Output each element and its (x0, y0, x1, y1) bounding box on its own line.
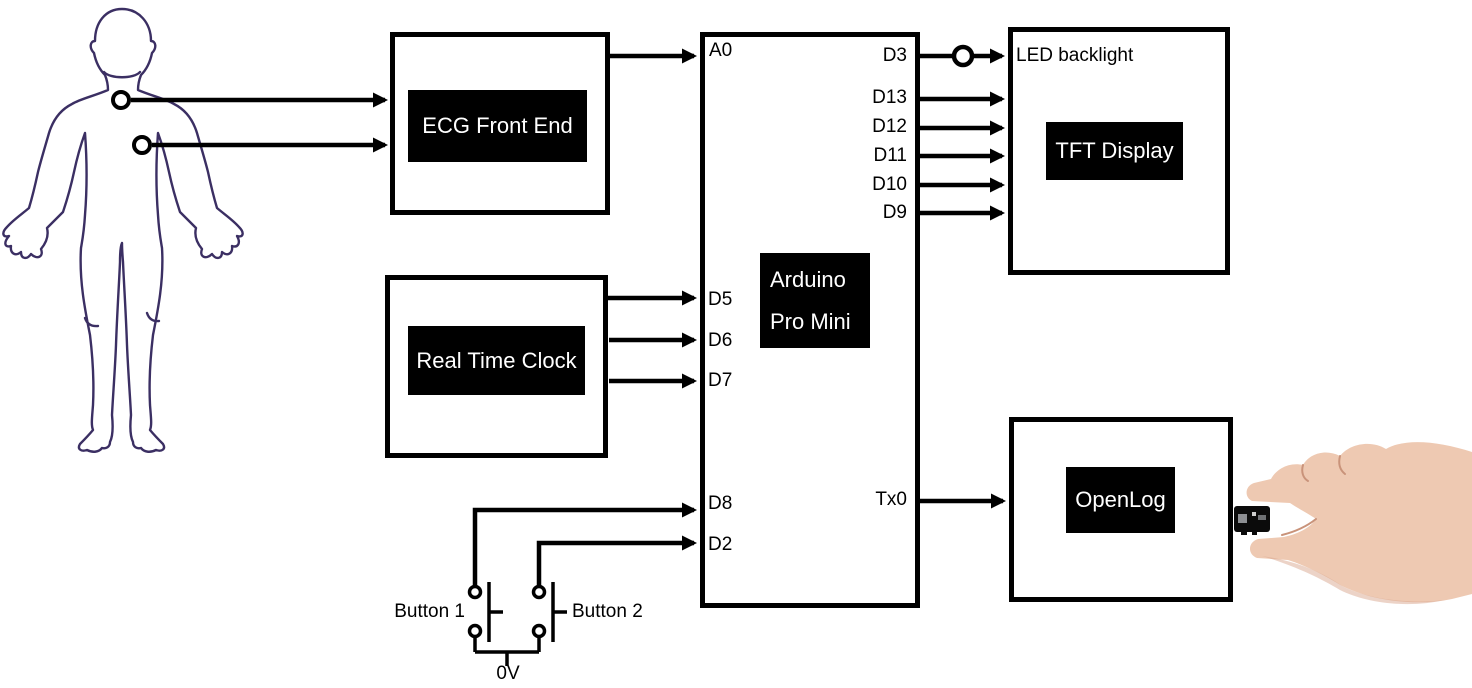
ground-rail-wire (473, 636, 541, 666)
wire-button1-d8 (472, 502, 697, 586)
arduino-pro-mini-block (700, 32, 920, 608)
button1-terminal-top-icon (467, 584, 483, 600)
hand-holding-sd-card-photo (1234, 442, 1472, 605)
openlog-label: OpenLog (1066, 467, 1175, 533)
microsd-pin-notch (1241, 531, 1247, 535)
pin-label-tx0: Tx0 (875, 489, 907, 510)
knuckle-crease (1338, 455, 1346, 475)
pin-label-d9: D9 (882, 202, 907, 223)
arduino-pro-mini-label: Arduino Pro Mini (760, 253, 870, 348)
tft-display-label: TFT Display (1046, 122, 1183, 180)
tft-display-block (1008, 27, 1230, 275)
microsd-dot-mark (1252, 512, 1256, 516)
real-time-clock-label: Real Time Clock (408, 326, 585, 395)
inline-node-d3-icon (951, 44, 975, 68)
led-backlight-label: LED backlight (1016, 45, 1134, 66)
button2-actuator-icon (551, 582, 567, 642)
electrode-chest-icon (111, 90, 131, 110)
button1-actuator-icon (487, 582, 503, 642)
knuckle-crease (1301, 464, 1309, 482)
button1-label: Button 1 (394, 601, 465, 622)
pin-label-d8: D8 (708, 493, 733, 514)
real-time-clock-block (385, 275, 608, 458)
pin-label-d10: D10 (872, 174, 907, 195)
button2-label: Button 2 (572, 601, 643, 622)
pin-label-d6: D6 (708, 330, 733, 351)
microsd-dash-mark (1258, 515, 1266, 520)
hand-icon (1246, 442, 1472, 603)
wire-button2-d2 (536, 535, 697, 586)
pin-label-d13: D13 (872, 87, 907, 108)
electrode-torso-icon (132, 135, 152, 155)
arduino-label-line1: Arduino (770, 266, 846, 292)
button1-terminal-bottom-icon (467, 623, 483, 639)
ground-0v-label: 0V (496, 663, 520, 684)
human-body-figure-icon (2, 7, 244, 453)
microsd-pin-notch (1252, 531, 1257, 535)
pin-label-d5: D5 (708, 289, 733, 310)
microsd-card-icon (1234, 506, 1270, 532)
microsd-logo-mark (1238, 514, 1247, 523)
openlog-block (1009, 417, 1233, 602)
pin-label-d11: D11 (873, 145, 907, 166)
pin-label-a0: A0 (709, 40, 733, 61)
button2-terminal-bottom-icon (531, 623, 547, 639)
button2-terminal-top-icon (531, 584, 547, 600)
pushbutton-symbols (467, 582, 567, 666)
pin-label-d12: D12 (872, 116, 907, 137)
hand-shadow (1262, 556, 1445, 605)
pin-label-d7: D7 (708, 370, 733, 391)
ecg-front-end-block (390, 32, 610, 215)
arduino-label-line2: Pro Mini (770, 308, 851, 334)
thumb-web-crease (1281, 518, 1317, 536)
pin-label-d2: D2 (708, 534, 733, 555)
ecg-front-end-label: ECG Front End (408, 90, 587, 162)
pin-label-d3: D3 (882, 45, 907, 66)
